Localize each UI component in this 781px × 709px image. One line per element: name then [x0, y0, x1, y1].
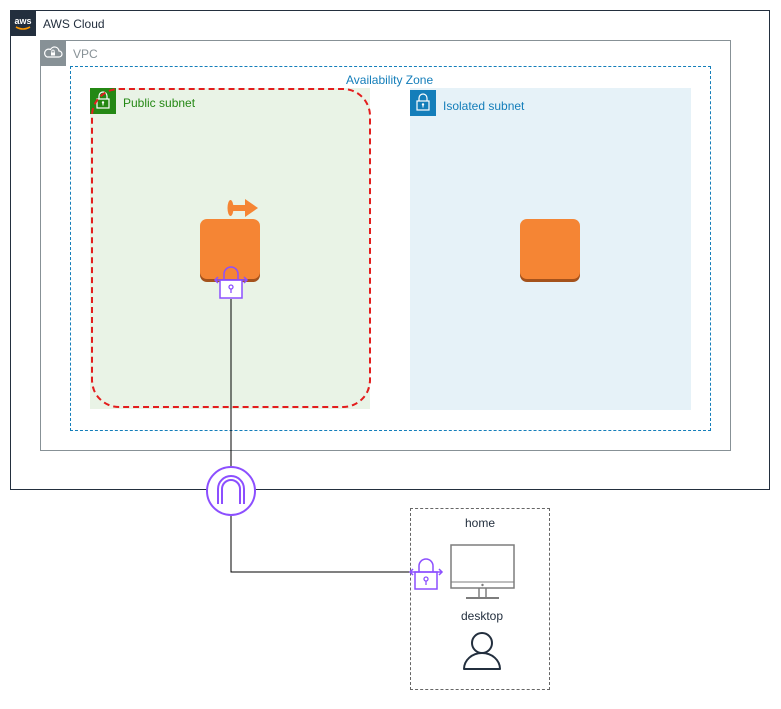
vpn-lock-icon: [408, 558, 444, 590]
internet-gateway-icon: [206, 466, 256, 516]
user-icon: [463, 632, 501, 670]
home-label: home: [465, 516, 496, 530]
vpc-group: [40, 40, 731, 451]
elastic-ip-icon: [227, 199, 258, 217]
availability-zone-group: [70, 66, 711, 431]
aws-cloud-group: [10, 10, 770, 490]
ec2-instance-icon: [200, 219, 260, 282]
svg-text:aws: aws: [14, 16, 31, 26]
isolated-subnet-label: Isolated subnet: [443, 99, 525, 113]
desktop-label: desktop: [461, 609, 504, 623]
connector-gateway-to-home: [230, 515, 411, 573]
ec2-instance-icon: [520, 219, 580, 282]
availability-zone-label: Availability Zone: [346, 73, 434, 87]
desktop-icon: [450, 544, 515, 599]
home-group: [410, 508, 550, 690]
vpc-label: VPC: [73, 47, 98, 61]
vpc-cloud-icon: [40, 40, 66, 66]
vpn-lock-icon: [213, 266, 249, 299]
public-subnet-label: Public subnet: [123, 96, 196, 110]
aws-logo-icon: aws: [10, 10, 36, 36]
aws-cloud-label: AWS Cloud: [43, 17, 105, 31]
isolated-subnet-lock-icon: [410, 90, 436, 116]
